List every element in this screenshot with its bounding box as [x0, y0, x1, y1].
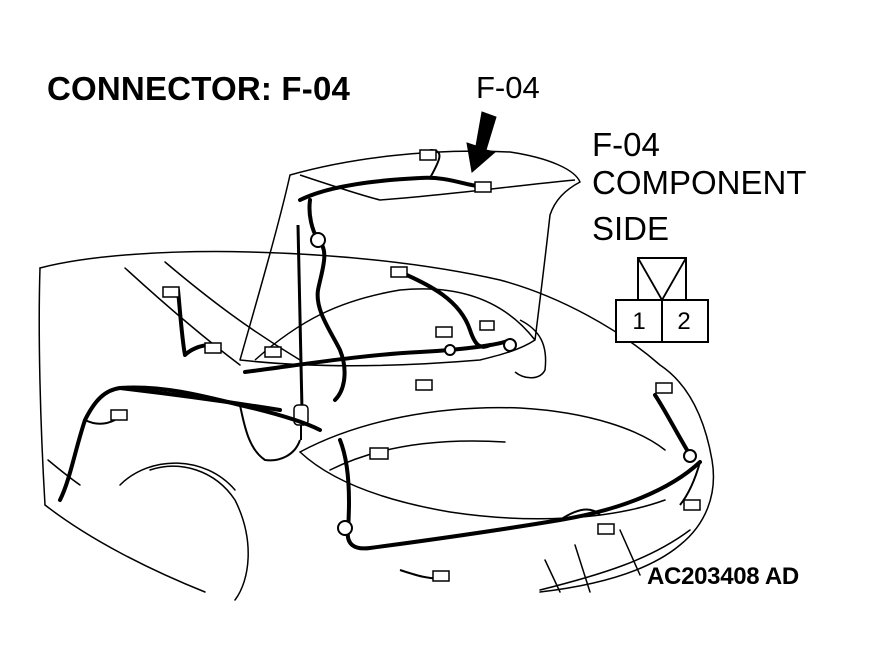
harness-grommets — [310, 232, 697, 536]
figure-code: AC203408 AD — [647, 563, 799, 590]
wiring-branches — [84, 149, 701, 580]
connector-pin-1: 1 — [632, 308, 646, 335]
diagram-title: CONNECTOR: F-04 — [47, 70, 351, 107]
harness-connectors — [110, 149, 701, 582]
connector-callout-arrow — [466, 111, 497, 173]
trunk-lid — [239, 150, 581, 379]
connector-callout-label: F-04 — [476, 70, 540, 105]
component-side-connector-name: F-04 — [592, 126, 660, 163]
connector-face-diagram — [615, 257, 709, 343]
antenna — [293, 224, 309, 440]
connector-pin-2: 2 — [677, 308, 691, 335]
component-side-label-side: SIDE — [592, 210, 670, 247]
wiring-harness — [58, 175, 702, 551]
component-side-label: COMPONENT — [592, 164, 807, 201]
